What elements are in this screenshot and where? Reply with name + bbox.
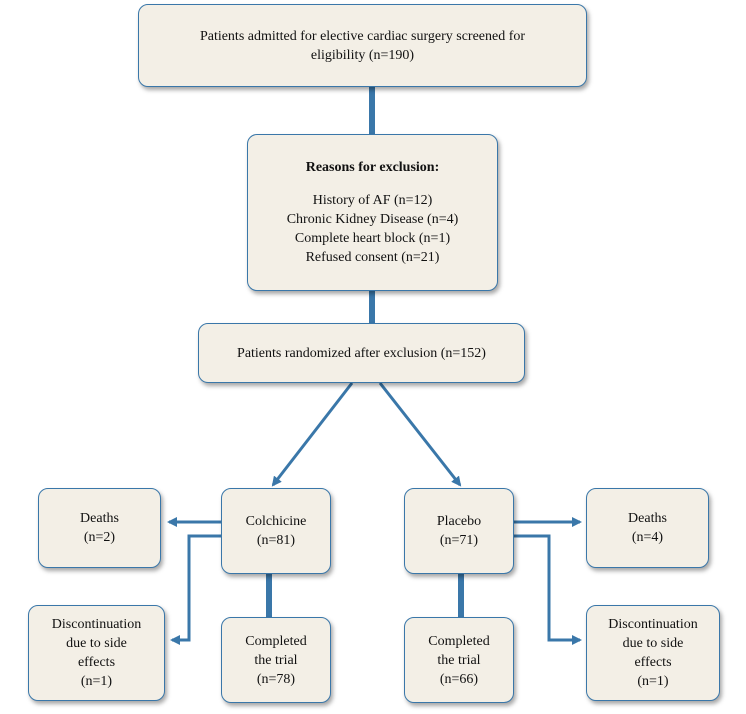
discontinued-right-line: due to side	[622, 636, 684, 651]
randomized-box: Patients randomized after exclusion (n=1…	[198, 323, 525, 383]
deaths-right-label: Deaths	[628, 511, 667, 526]
completed-right-count: (n=66)	[439, 671, 479, 687]
completed-left-line: Completed	[245, 633, 307, 649]
discontinued-left-line: Discontinuation	[51, 617, 142, 632]
screened-box: Patients admitted for elective cardiac s…	[138, 4, 587, 87]
exclusion-reason: History of AF (n=12)	[312, 193, 433, 208]
discontinued-left-count: (n=1)	[80, 674, 113, 689]
discontinued-right-box: Discontinuation due to side effects (n=1…	[586, 605, 720, 701]
deaths-right-count: (n=4)	[631, 530, 664, 545]
completed-right-box: Completed the trial (n=66)	[404, 617, 514, 703]
deaths-right-box: Deaths (n=4)	[586, 488, 709, 568]
exclusion-reason: Chronic Kidney Disease (n=4)	[286, 212, 459, 227]
placebo-count: (n=71)	[439, 533, 479, 548]
discontinued-left-line: due to side	[66, 636, 127, 651]
completed-right-line: Completed	[428, 633, 490, 649]
placebo-box: Placebo (n=71)	[404, 488, 514, 574]
exclusion-reason: Complete heart block (n=1)	[294, 231, 451, 246]
placebo-label: Placebo	[436, 514, 482, 529]
deaths-left-count: (n=2)	[83, 530, 116, 545]
randomized-label: Patients randomized after exclusion (n=1…	[237, 345, 486, 361]
discontinued-left-line: effects	[77, 655, 116, 670]
arrow-to-colchicine	[271, 382, 354, 487]
discontinued-right-count: (n=1)	[637, 674, 669, 689]
exclusion-box: Reasons for exclusion: History of AF (n=…	[247, 134, 498, 291]
colchicine-box: Colchicine (n=81)	[221, 488, 331, 574]
deaths-left-box: Deaths (n=2)	[38, 488, 161, 568]
screened-line-2: eligibility (n=190)	[310, 47, 415, 63]
screened-line-1: Patients admitted for elective cardiac s…	[199, 28, 526, 44]
completed-left-box: Completed the trial (n=78)	[221, 617, 331, 703]
discontinued-right-line: effects	[634, 655, 672, 670]
exclusion-reason: Refused consent (n=21)	[305, 250, 440, 265]
discontinued-left-box: Discontinuation due to side effects (n=1…	[28, 605, 165, 701]
colchicine-label: Colchicine	[245, 514, 307, 529]
arrow-to-placebo	[378, 382, 462, 487]
completed-left-count: (n=78)	[256, 671, 296, 687]
arrow-colchicine-discontinuation	[170, 534, 221, 645]
discontinued-right-line: Discontinuation	[608, 617, 698, 632]
completed-left-line: the trial	[254, 652, 298, 668]
colchicine-count: (n=81)	[256, 533, 296, 548]
arrow-placebo-discontinuation	[514, 534, 582, 645]
exclusion-heading: Reasons for exclusion:	[305, 160, 440, 175]
deaths-left-label: Deaths	[80, 511, 119, 526]
completed-right-line: the trial	[437, 652, 481, 668]
